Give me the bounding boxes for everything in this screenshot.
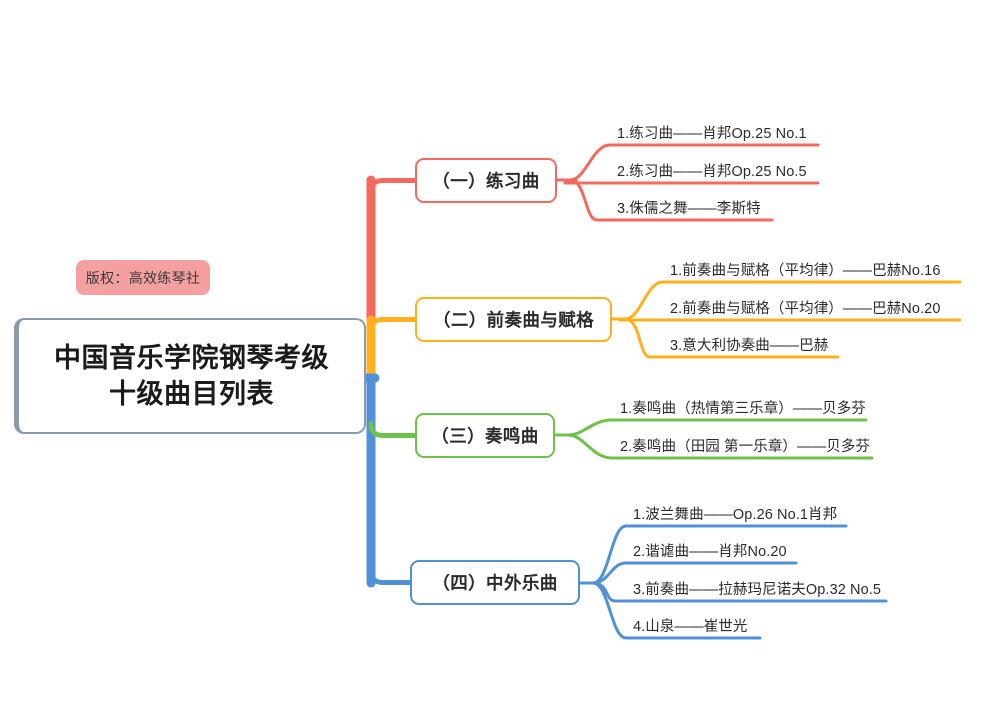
leaf-item[interactable]: 3.侏儒之舞——李斯特 [617, 201, 761, 217]
leaf-item[interactable]: 2.练习曲——肖邦Op.25 No.5 [617, 164, 807, 180]
branch-node-4-label: （四）中外乐曲 [432, 573, 558, 593]
connector-path [368, 568, 413, 585]
watermark-badge: 版权：高效练琴社 [76, 260, 210, 295]
branch-node-2-label: （二）前奏曲与赋格 [432, 310, 595, 330]
leaf-item[interactable]: 1.奏鸣曲（热情第三乐章）——贝多芬 [620, 401, 866, 417]
leaf-item[interactable]: 3.前奏曲——拉赫玛尼诺夫Op.32 No.5 [633, 582, 882, 598]
watermark-label: 版权：高效练琴社 [85, 269, 201, 286]
branch-node-1[interactable]: （一）练习曲 [415, 158, 557, 203]
leaf-item[interactable]: 2.奏鸣曲（田园 第一乐章）——贝多芬 [620, 439, 871, 455]
leaf-item[interactable]: 1.波兰舞曲——Op.26 No.1肖邦 [633, 507, 838, 523]
leaf-item[interactable]: 2.前奏曲与赋格（平均律）——巴赫No.20 [670, 301, 941, 317]
root-node[interactable]: 中国音乐学院钢琴考级 十级曲目列表 [14, 318, 366, 434]
connector-path [618, 317, 962, 322]
leaf-item[interactable]: 2.谐谑曲——肖邦No.20 [633, 544, 787, 560]
branch-node-1-label: （一）练习曲 [432, 171, 540, 191]
connector-path [566, 418, 868, 437]
leaf-item[interactable]: 1.练习曲——肖邦Op.25 No.1 [617, 126, 807, 142]
root-node-label: 中国音乐学院钢琴考级 十级曲目列表 [54, 342, 329, 409]
leaf-item[interactable]: 4.山泉——崔世光 [633, 619, 748, 635]
connector-path [368, 421, 418, 438]
leaf-item[interactable]: 1.前奏曲与赋格（平均律）——巴赫No.16 [670, 263, 941, 279]
connector-path [368, 178, 418, 195]
branch-node-3[interactable]: （三）奏鸣曲 [415, 413, 555, 458]
branch-node-2[interactable]: （二）前奏曲与赋格 [415, 297, 612, 342]
connector-path [368, 317, 418, 334]
branch-node-4[interactable]: （四）中外乐曲 [410, 560, 580, 605]
branch-node-3-label: （三）奏鸣曲 [431, 426, 539, 446]
leaf-item[interactable]: 3.意大利协奏曲——巴赫 [670, 338, 829, 354]
